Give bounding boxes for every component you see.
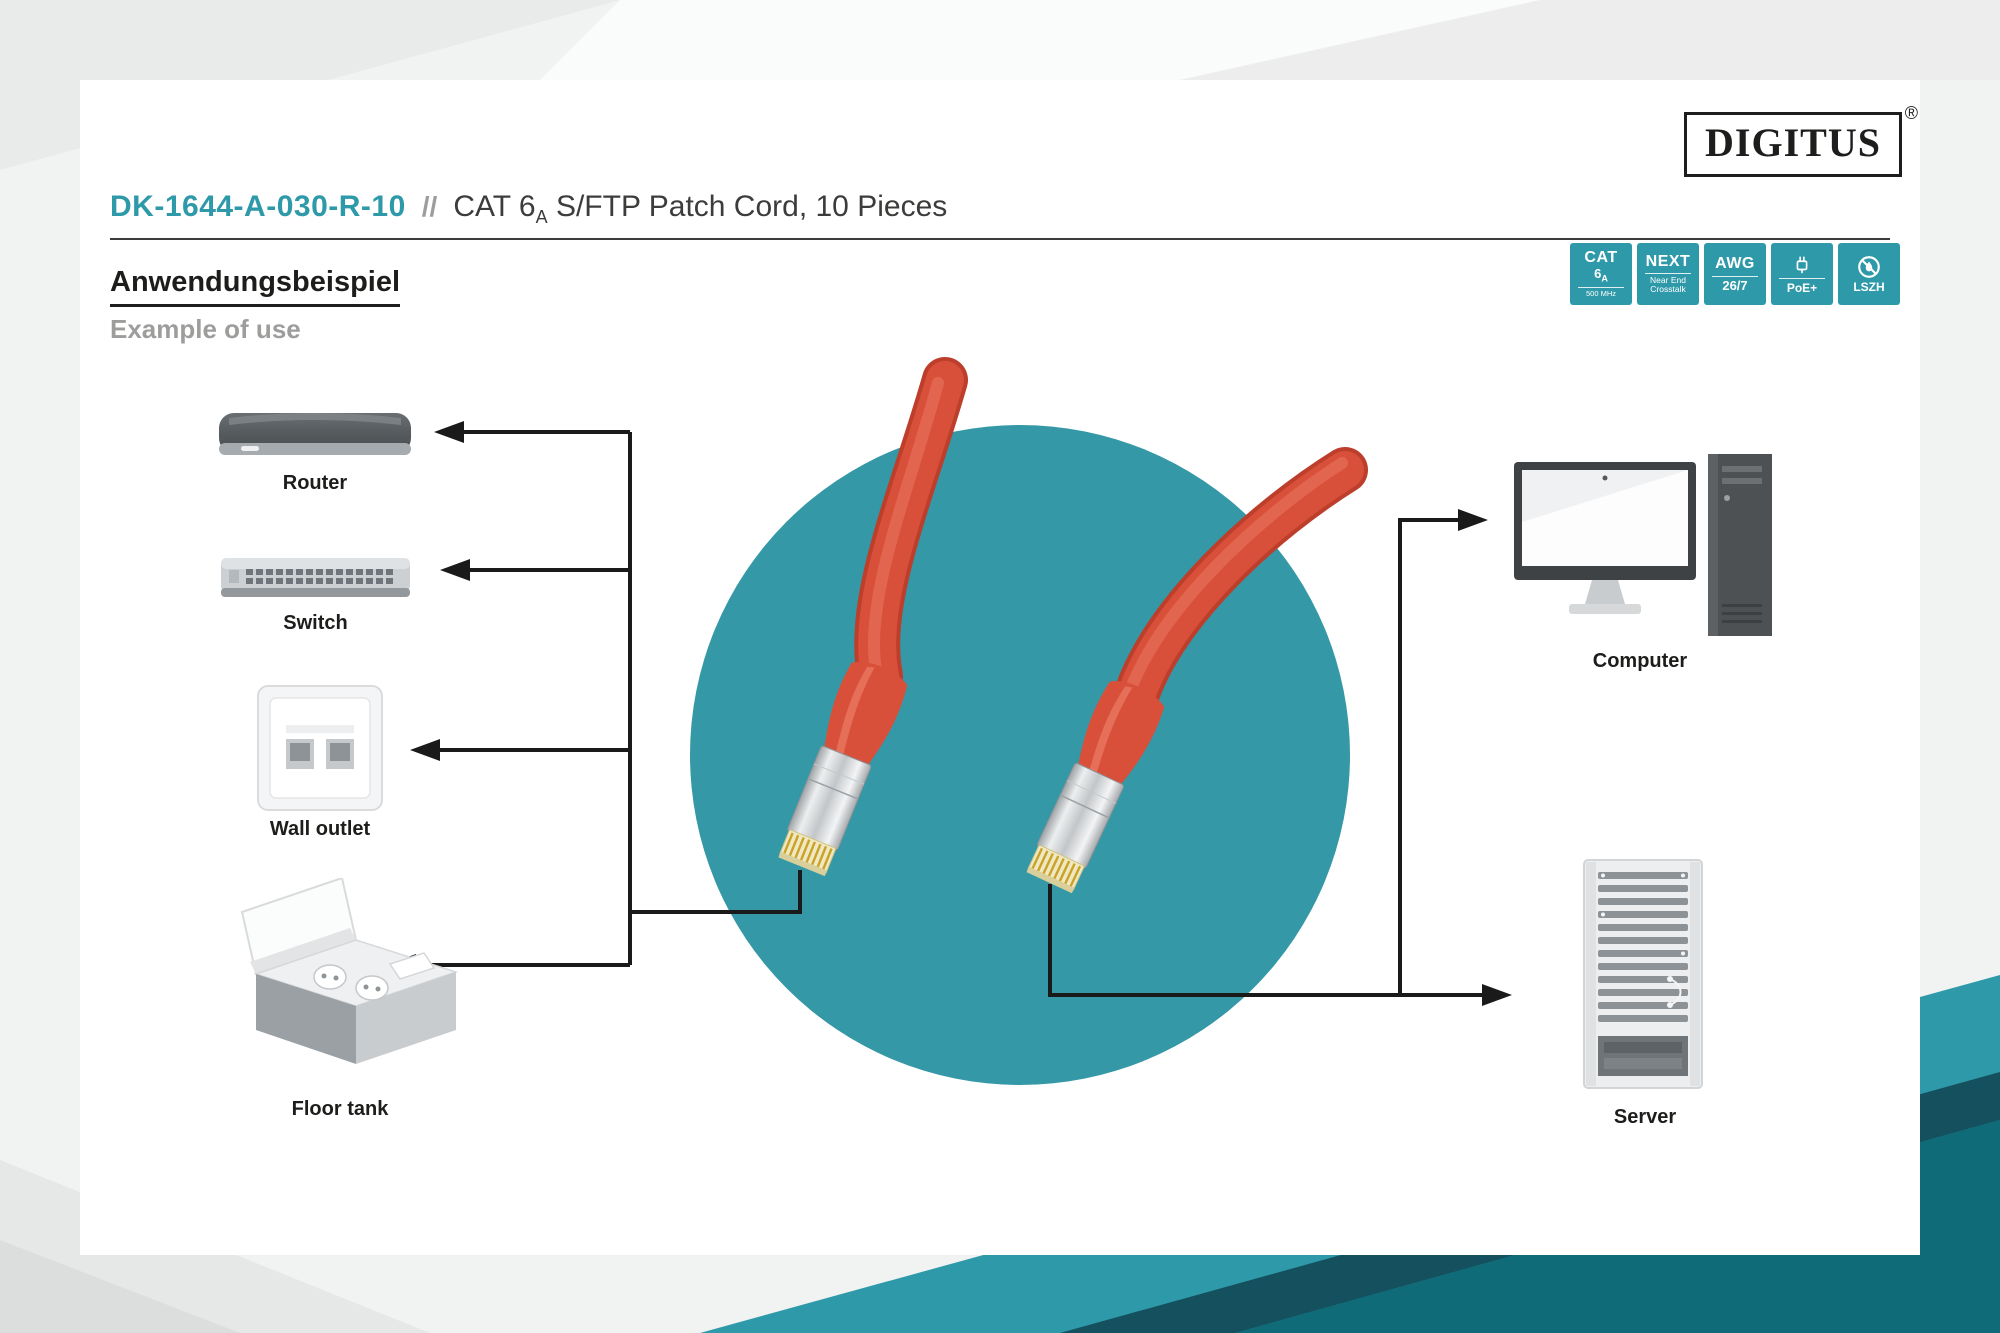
badge-lszh: LSZH [1838,243,1900,305]
badge-lszh-label: LSZH [1853,280,1885,295]
floor-tank-icon [240,878,458,1064]
switch-icon [221,558,410,597]
badge-divider [1645,273,1691,275]
red-cable-right [1113,447,1368,719]
switch-label: Switch [283,612,348,634]
router-label: Router [282,472,348,494]
badge-divider [1779,278,1825,280]
section-heading-english: Example of use [110,314,301,344]
red-cable-left [854,357,968,699]
rj45-connector-right [1026,681,1165,894]
separator-slashes: // [421,191,438,222]
badge-cat6a-top: CAT [1584,249,1618,267]
router-icon [219,413,411,455]
badge-cat6a: CAT 6A 500 MHz [1570,243,1632,305]
digitus-logo: DIGITUS ® [1684,103,1918,177]
badge-next-top: NEXT [1645,252,1691,270]
patch-cord-hero-image [690,357,1368,1085]
badge-divider [1712,275,1758,277]
feature-badges: CAT 6A 500 MHz NEXT Near End Crosstalk A… [1570,243,1900,305]
title-prefix: CAT 6 [453,190,536,223]
product-code: DK-1644-A-030-R-10 [110,190,406,223]
badge-poe: PoE+ [1771,243,1833,305]
rj45-connector-left [778,662,908,877]
title-suffix: S/FTP Patch Cord, 10 Pieces [547,190,948,223]
logo-text: DIGITUS [1705,120,1881,165]
badge-awg: AWG 26/7 [1704,243,1766,305]
floor-tank-label: Floor tank [291,1098,389,1120]
badge-poe-label: PoE+ [1786,281,1818,296]
badge-next-line1: Near End [1650,275,1686,286]
title-subscript-a: A [535,207,548,227]
registered-trademark-symbol: ® [1904,103,1919,123]
wall-outlet-label: Wall outlet [269,818,371,840]
badge-cat6a-mid: 6A [1594,267,1608,284]
server-icon [1583,859,1703,1089]
badge-awg-bottom: 26/7 [1722,277,1748,293]
badge-cat6a-bottom: 500 MHz [1585,289,1616,299]
badge-awg-top: AWG [1715,254,1755,272]
poe-plug-icon [1796,256,1808,274]
server-label: Server [1613,1106,1677,1128]
badge-cat6a-number: 6 [1594,265,1602,281]
computer-icon [1514,454,1772,636]
badge-cat6a-sub: A [1601,273,1608,284]
no-flame-icon [1858,256,1880,279]
badge-next-line2: Crosstalk [1650,284,1686,295]
product-header: DK-1644-A-030-R-10 // CAT 6A S/FTP Patch C… [110,190,947,228]
badge-next: NEXT Near End Crosstalk [1637,243,1699,305]
wall-outlet-icon [257,685,383,811]
section-heading-german: Anwendungsbeispiel [110,266,401,307]
badge-divider [1578,287,1624,289]
header-divider [110,238,1890,240]
computer-label: Computer [1592,650,1688,672]
product-title: CAT 6A S/FTP Patch Cord, 10 Pieces [453,190,948,227]
